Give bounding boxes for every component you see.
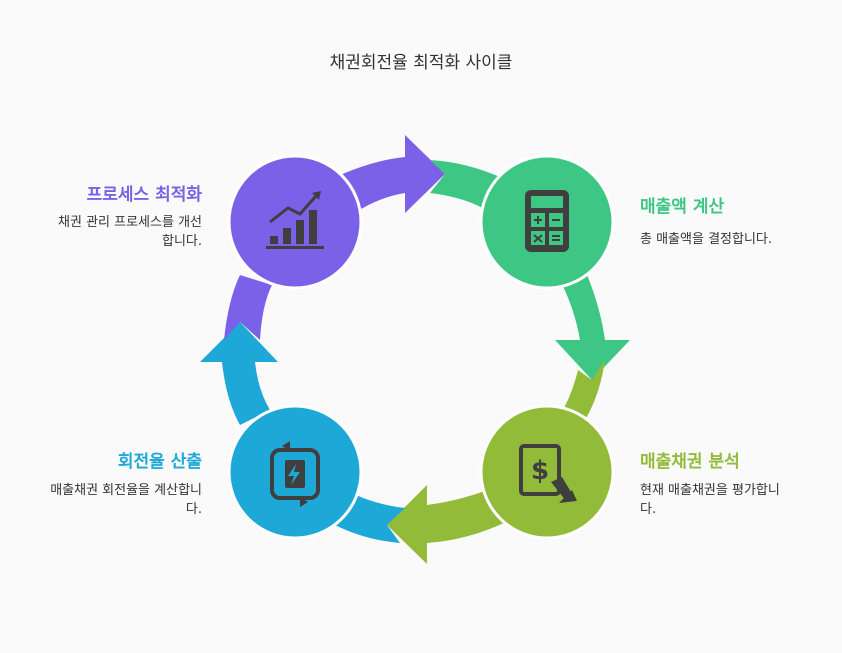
arrow-left (200, 322, 278, 425)
arrow-right-tail (560, 360, 605, 420)
growth-chart-icon (266, 191, 324, 249)
arrow-bottom (387, 485, 510, 564)
arrow-right (555, 270, 630, 380)
node-process (227, 154, 363, 290)
step-process-heading: 프로세스 최적화 (86, 185, 202, 205)
svg-text:$: $ (531, 456, 549, 486)
step-receivables-desc-line2: 다. (640, 502, 657, 517)
arrow-top-tail (430, 160, 500, 212)
calculator-icon (525, 190, 569, 252)
step-turnover-desc-line1: 매출채권 회전율을 계산합니 (50, 483, 202, 498)
arrow-left-tail (224, 275, 272, 340)
step-receivables-heading: 매출채권 분석 (640, 452, 740, 472)
diagram-title: 채권회전율 최적화 사이클 (329, 53, 513, 73)
dollar-document-icon: $ (519, 444, 577, 503)
step-sales-heading: 매출액 계산 (640, 197, 725, 217)
step-turnover-heading: 회전율 산출 (117, 452, 202, 472)
step-process-desc-line2: 합니다. (161, 234, 202, 249)
step-turnover-desc-line2: 다. (185, 502, 202, 517)
node-receivables (479, 404, 615, 540)
step-sales-desc-line1: 총 매출액을 결정합니다. (640, 232, 772, 247)
step-receivables-desc-line1: 현재 매출채권을 평가합니 (640, 483, 780, 498)
step-process-desc-line1: 채권 관리 프로세스를 개선 (58, 215, 202, 230)
arrow-top (340, 135, 445, 213)
battery-cycle-icon (270, 441, 320, 507)
